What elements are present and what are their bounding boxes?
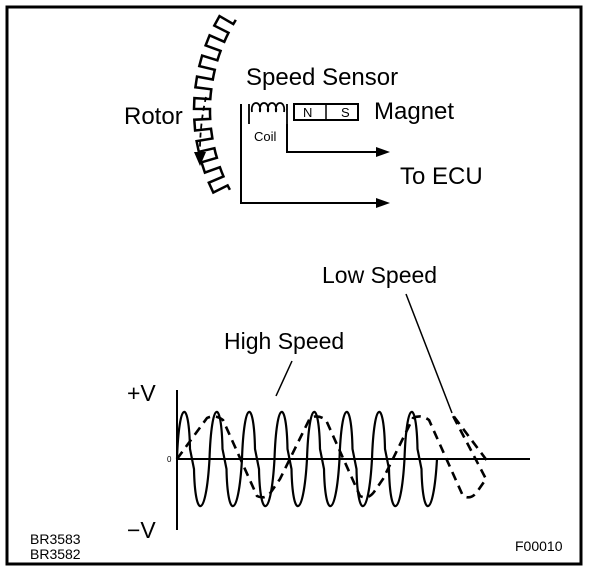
- low-speed-leader: [405, 293, 453, 414]
- rotor-gear-teeth: [192, 14, 237, 195]
- low-speed-label: Low Speed: [322, 262, 437, 288]
- figure-code: F00010: [515, 538, 563, 554]
- magnet-north-label: N: [303, 105, 312, 120]
- high-speed-leader: [275, 360, 293, 397]
- low-speed-waveform: [175, 413, 490, 499]
- to-ecu-label: To ECU: [400, 163, 483, 190]
- figure-frame: [5, 5, 583, 566]
- wire-arrowhead-lower-icon: [376, 198, 390, 208]
- magnet-label: Magnet: [374, 98, 454, 125]
- rotor-label: Rotor: [124, 103, 183, 130]
- rotation-arrowhead-icon: [194, 152, 206, 166]
- minus-v-label: −V: [127, 517, 156, 543]
- ref-code-1: BR3583: [30, 531, 81, 547]
- magnet-south-label: S: [341, 105, 350, 120]
- coil-winding-icon: [250, 102, 286, 113]
- sensor-wire-lower: [240, 104, 378, 204]
- plus-v-label: +V: [127, 380, 156, 406]
- sensor-wire-upper: [286, 124, 378, 153]
- coil-label: Coil: [254, 129, 277, 144]
- ref-code-2: BR3582: [30, 546, 81, 562]
- speed-sensor-label: Speed Sensor: [246, 64, 398, 91]
- high-speed-label: High Speed: [224, 328, 344, 354]
- coil-frame: [248, 104, 288, 124]
- zero-label: 0: [167, 455, 172, 464]
- wire-arrowhead-upper-icon: [376, 147, 390, 157]
